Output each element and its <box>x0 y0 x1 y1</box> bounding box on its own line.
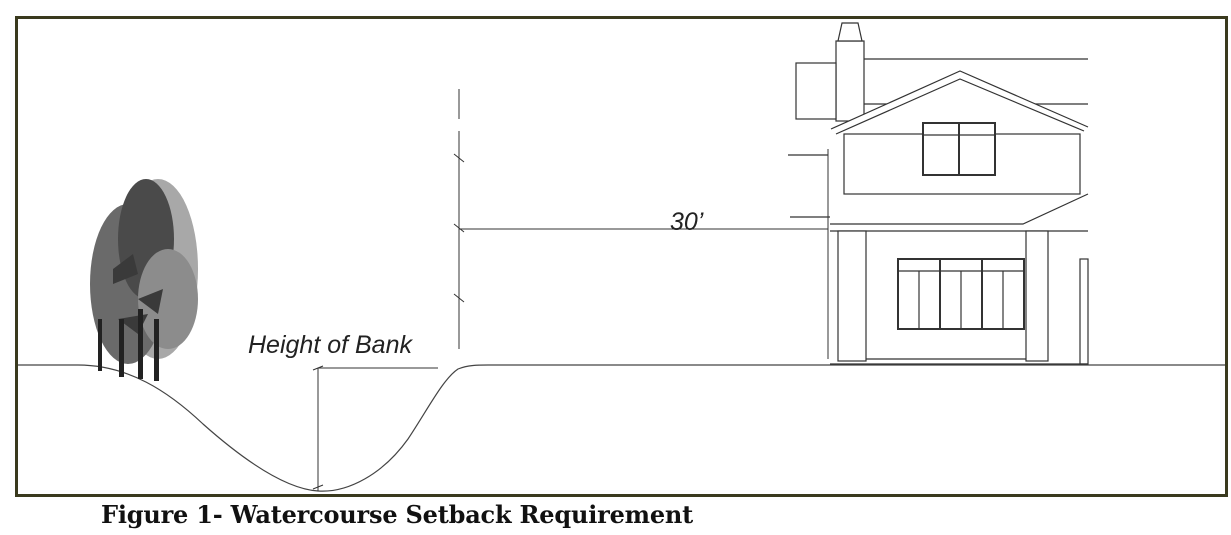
height-of-bank-label: Height of Bank <box>248 331 413 359</box>
setback-distance-label: 30’ <box>670 208 704 236</box>
tree-cluster-icon <box>90 179 198 381</box>
ground-profile <box>18 364 1225 492</box>
bank-height-dimension <box>312 365 438 491</box>
figure-caption: Figure 1- Watercourse Setback Requiremen… <box>101 500 694 529</box>
setback-diagram: 30’ Height of Bank <box>18 22 1225 492</box>
house-elevation-icon <box>788 22 1089 365</box>
setback-dimension <box>453 89 829 359</box>
diagram-frame: 30’ Height of Bank <box>15 16 1228 497</box>
